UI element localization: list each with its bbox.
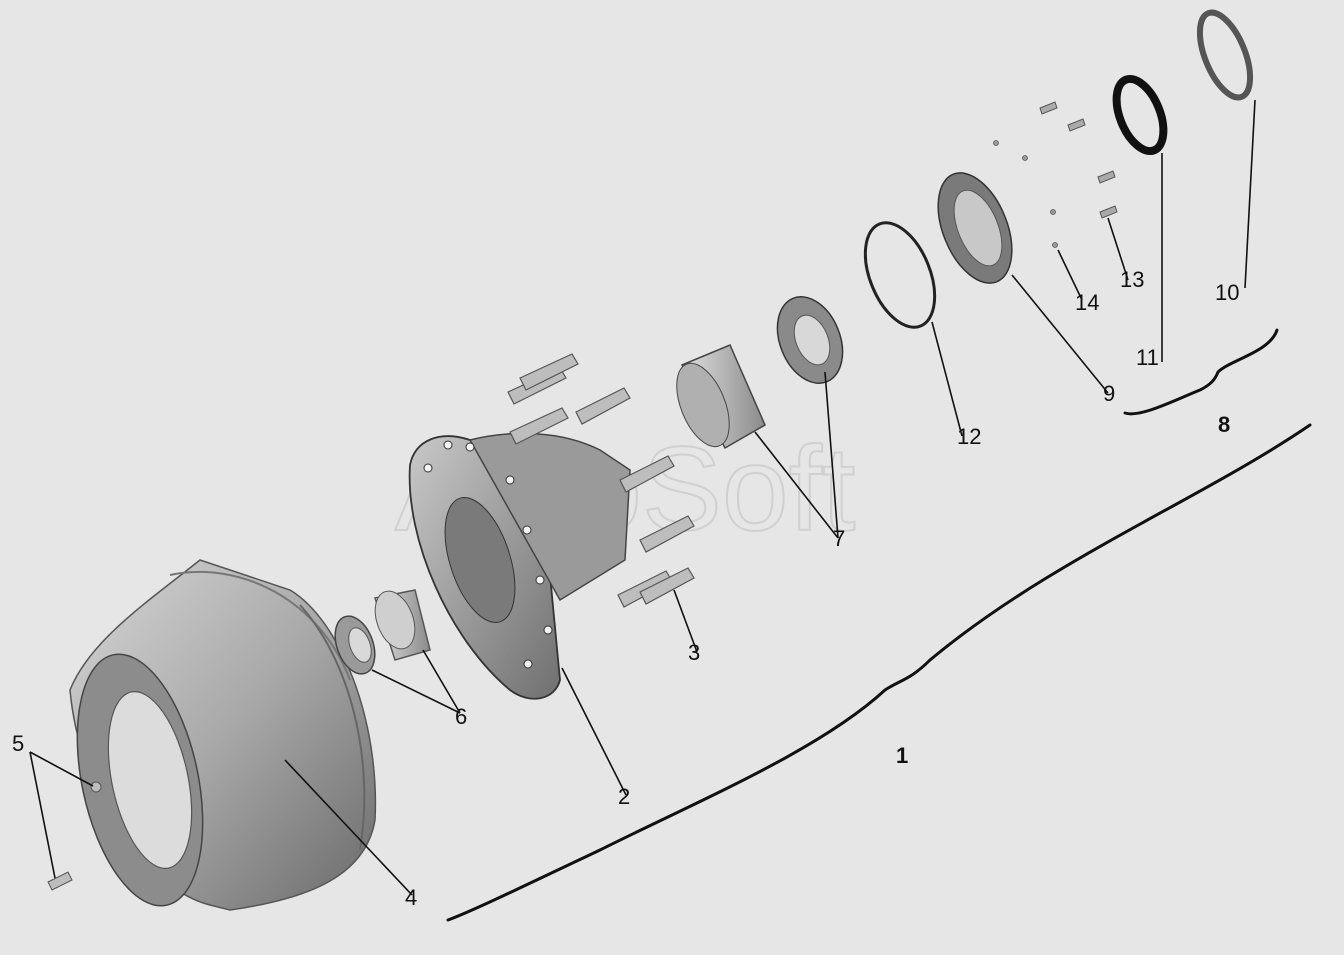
hub-studs xyxy=(507,353,695,608)
wheel-hub xyxy=(408,432,631,700)
gasket xyxy=(863,221,937,329)
callout-3: 3 xyxy=(688,640,700,665)
callout-10: 10 xyxy=(1215,280,1239,305)
assembly-brace xyxy=(446,423,1312,922)
cover-washers xyxy=(993,140,1058,248)
brake-drum xyxy=(69,559,377,911)
callout-12: 12 xyxy=(957,424,981,449)
callout-13: 13 xyxy=(1120,267,1144,292)
callout-6: 6 xyxy=(455,704,467,729)
callout-5: 5 xyxy=(12,731,24,756)
drum-screws xyxy=(47,781,102,891)
retaining-ring xyxy=(1196,9,1254,101)
outer-bearing xyxy=(676,296,844,450)
hub-cap-cover xyxy=(937,172,1013,284)
oil-seal xyxy=(1112,74,1168,156)
callout-4: 4 xyxy=(405,885,417,910)
callout-14: 14 xyxy=(1075,290,1099,315)
inner-bearing xyxy=(334,589,431,675)
leader-lines xyxy=(29,99,1256,896)
cover-bolts xyxy=(1039,101,1118,219)
seal-kit-brace xyxy=(1123,328,1279,416)
callout-11: 11 xyxy=(1136,345,1159,370)
callout-2: 2 xyxy=(618,784,630,809)
callout-1: 1 xyxy=(896,743,908,768)
callout-8: 8 xyxy=(1218,412,1230,437)
callout-9: 9 xyxy=(1103,381,1115,406)
callout-7: 7 xyxy=(833,526,845,551)
